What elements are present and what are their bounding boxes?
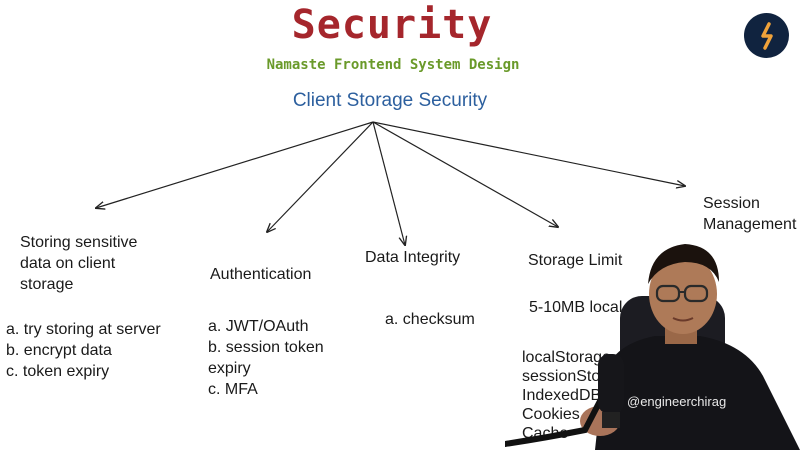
list-item: a. JWT/OAuth	[208, 318, 309, 335]
branch-storing-sensitive: Storing sensitive data on client storage	[20, 234, 138, 293]
channel-logo	[744, 13, 789, 58]
list-storing-sensitive: a. try storing at server b. encrypt data…	[6, 319, 166, 382]
presenter-overlay: @engineerchirag	[505, 226, 800, 450]
list-item: a. checksum	[385, 311, 475, 328]
presenter-figure	[505, 244, 800, 450]
list-item: c. token expiry	[6, 363, 110, 380]
arrow-authentication	[267, 121, 374, 232]
list-item: c. MFA	[208, 381, 258, 398]
list-item: localStorage	[522, 349, 611, 366]
arrow-data-integrity	[372, 121, 405, 245]
branch-data-integrity: Data Integrity	[365, 249, 461, 266]
logo-mark-icon	[761, 22, 773, 50]
list-storage-limit: 5-10MB local	[529, 297, 622, 318]
page-title: Security	[291, 2, 493, 48]
shirt-text: @engineerchirag	[627, 394, 727, 409]
arrow-storage-limit	[372, 121, 558, 227]
list-item: b. encrypt data	[6, 342, 112, 359]
root-topic: Client Storage Security	[292, 90, 488, 111]
list-item: b. session token expiry	[208, 339, 324, 377]
branch-authentication: Authentication	[210, 266, 312, 283]
course-subtitle: Namaste Frontend System Design	[266, 57, 520, 73]
list-item: Cookies	[522, 406, 580, 423]
list-item: IndexedDB	[522, 387, 602, 404]
list-authentication: a. JWT/OAuth b. session token expiry c. …	[208, 316, 353, 400]
list-item: a. try storing at server	[6, 321, 161, 338]
arrow-session-management	[372, 121, 685, 186]
list-data-integrity: a. checksum	[385, 309, 475, 330]
arrow-storing-sensitive	[96, 121, 374, 208]
branch-storage-limit: Storage Limit	[528, 252, 623, 269]
branch-session-management: Session Management	[703, 195, 797, 233]
list-item: 5-10MB local	[529, 299, 623, 316]
